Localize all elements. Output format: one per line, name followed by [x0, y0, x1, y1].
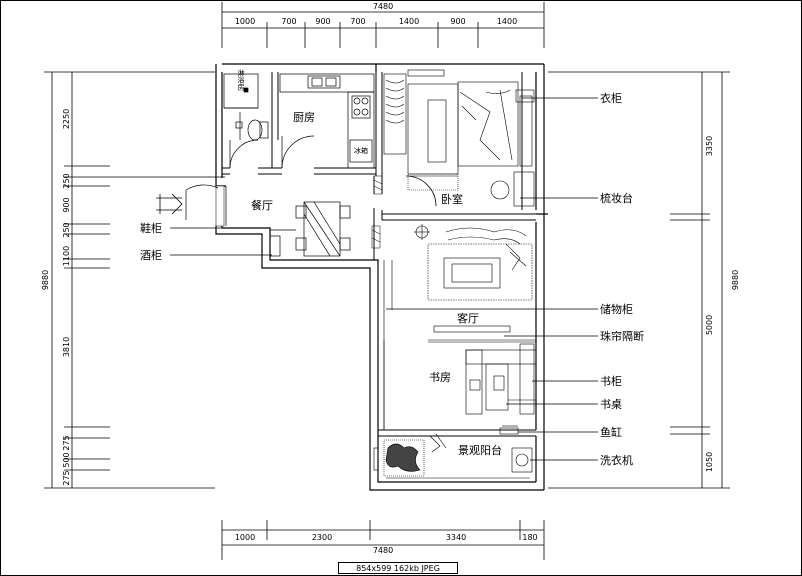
- callout-storage: 储物柜: [600, 302, 633, 316]
- callout-shoe-cabinet: 鞋柜: [140, 221, 162, 235]
- top-dimension-lines: [221, 2, 545, 48]
- left-dimension-lines: [44, 71, 225, 489]
- right-dimension-lines: [548, 71, 730, 489]
- top-dimension-3: 900: [315, 17, 330, 26]
- left-dimension-2: 250: [62, 173, 71, 188]
- living-fixtures: [383, 224, 536, 430]
- top-total-dimension: 7480: [373, 2, 393, 11]
- left-dimension-3: 900: [62, 197, 71, 212]
- kitchen-label: 厨房: [293, 111, 315, 124]
- top-dimension-7: 1400: [497, 17, 517, 26]
- interior-walls: [222, 72, 536, 437]
- kitchen-fixtures: [279, 73, 375, 169]
- callout-fish-tank: 鱼缸: [600, 425, 622, 439]
- dining-label: 餐厅: [251, 198, 273, 212]
- right-total-dimension: 9880: [731, 270, 740, 290]
- balcony-fixtures: [373, 433, 533, 479]
- right-dimension-1: 3350: [705, 136, 714, 156]
- balcony-label: 景观阳台: [458, 443, 502, 457]
- living-label: 客厅: [457, 311, 479, 325]
- bathroom-fixtures: [223, 73, 269, 169]
- left-total-dimension: 9880: [41, 270, 50, 290]
- top-dimension-2: 700: [281, 17, 296, 26]
- callout-wine-cabinet: 酒柜: [140, 249, 162, 262]
- bottom-dimension-4: 180: [522, 533, 537, 542]
- status-bar: 854x599 162kb JPEG: [338, 562, 458, 574]
- left-dimension-7: 275: [62, 435, 71, 450]
- study-label: 书房: [429, 371, 451, 384]
- left-dimension-1: 2250: [62, 109, 71, 129]
- study-fixtures: [383, 340, 537, 435]
- bottom-dimension-2: 2300: [312, 533, 332, 542]
- top-dimension-5: 1400: [399, 17, 419, 26]
- bottom-dimension-1: 1000: [235, 533, 255, 542]
- dining-fixtures: [185, 184, 351, 257]
- callout-washer: 洗衣机: [600, 453, 633, 467]
- callout-leaders: [170, 97, 598, 461]
- bottom-total-dimension: 7480: [373, 546, 393, 555]
- bedroom-label: 卧室: [441, 192, 463, 206]
- fridge-label: 冰箱: [354, 146, 368, 155]
- bottom-dimension-3: 3340: [446, 533, 466, 542]
- left-dimension-9: 275: [62, 470, 71, 485]
- left-dimension-4: 250: [62, 222, 71, 237]
- entrance-arrow-icon: [156, 193, 183, 215]
- callout-wardrobe: 衣柜: [600, 91, 622, 105]
- callout-bookcase: 书柜: [600, 375, 622, 388]
- callout-bead-curtain: 珠帘隔断: [600, 329, 644, 343]
- bedroom-fixtures: [383, 69, 535, 207]
- top-dimension-4: 700: [350, 17, 365, 26]
- callout-vanity: 梳妆台: [600, 191, 633, 205]
- left-dimension-5: 1100: [62, 246, 71, 266]
- right-dimension-3: 1050: [705, 452, 714, 472]
- callout-desk: 书桌: [600, 398, 622, 411]
- right-dimension-2: 5000: [705, 315, 714, 335]
- bottom-dimension-lines: [221, 520, 545, 560]
- left-dimension-6: 3810: [62, 337, 71, 357]
- top-dimension-6: 900: [450, 17, 465, 26]
- left-dimension-8: 500: [62, 452, 71, 467]
- bathroom-label: 淋浴房: [237, 69, 245, 92]
- top-dimension-1: 1000: [235, 17, 255, 26]
- wall-hatch: [215, 175, 383, 249]
